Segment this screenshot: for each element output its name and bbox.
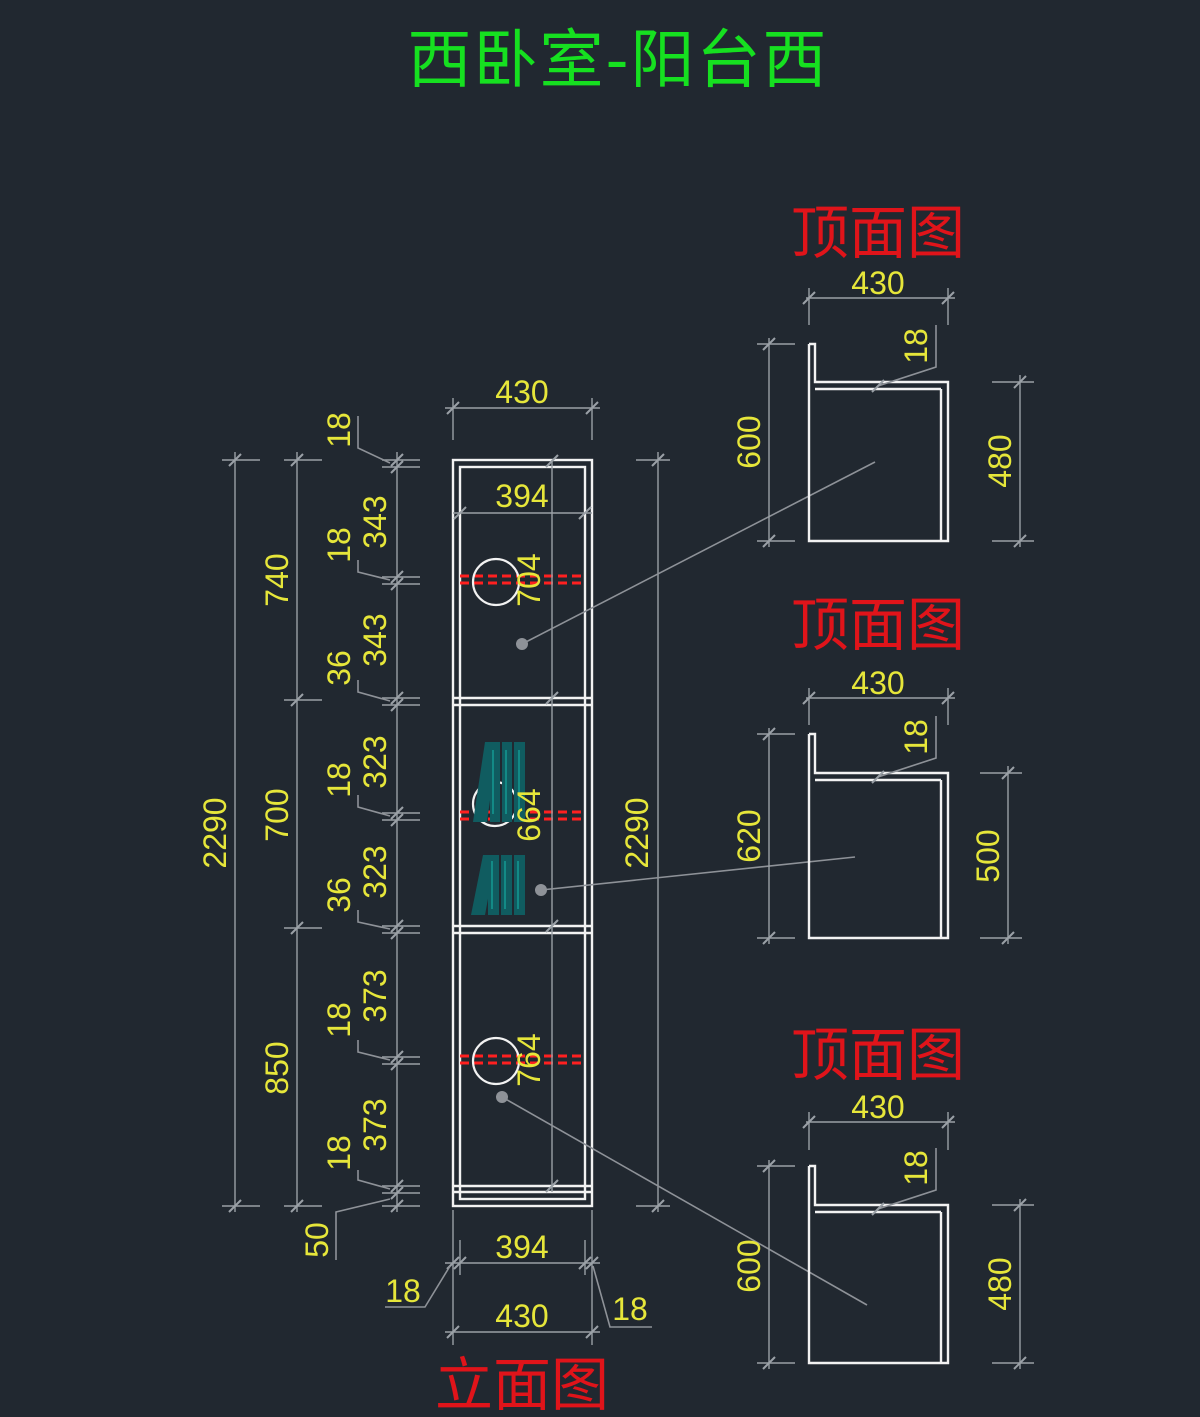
detail-dim-323-a: 323 [357,735,393,788]
detail-dim-36-b: 36 [321,877,357,913]
plan3-thickness: 18 [898,1150,934,1186]
detail-dim-50: 50 [299,1222,335,1258]
detail-dim-373-b: 373 [357,1098,393,1151]
plan-view-1: 430 18 600 480 [731,265,1034,548]
bottom-width: 430 [495,1298,548,1334]
drawing-title: 西卧室-阳台西 [407,24,828,98]
section-height-850: 850 [259,1041,295,1094]
plan-label-bottom: 顶面图 [791,1021,965,1089]
plan-label-top: 顶面图 [791,199,965,267]
hanging-rod-circle-icon [471,1036,521,1086]
inner-height-704: 704 [511,553,547,606]
hanging-rod-circle-icon [471,557,521,607]
side-panel-left: 18 [385,1273,421,1309]
detail-dim-373-a: 373 [357,969,393,1022]
section-leaders [496,461,876,1306]
plan3-width: 430 [851,1089,904,1125]
overall-width: 430 [495,374,548,410]
section-height-700: 700 [259,788,295,841]
plan-label-middle: 顶面图 [791,591,965,659]
plan3-depth-left: 600 [731,1239,767,1292]
overall-height-right: 2290 [619,797,655,868]
elevation-cabinet [451,458,594,1208]
detail-dim-18-a: 18 [321,527,357,563]
plan3-depth-right: 480 [982,1257,1018,1310]
detail-dim-343-a: 343 [357,495,393,548]
plan2-depth-right: 500 [970,829,1006,882]
section-height-740: 740 [259,553,295,606]
detail-leaders [335,416,391,1260]
inner-height-764: 764 [511,1033,547,1086]
inner-height-664: 664 [511,788,547,841]
inner-width-top: 394 [495,478,548,514]
detail-dim-36-a: 36 [321,650,357,686]
books-icon [473,742,525,822]
plan2-width: 430 [851,665,904,701]
books-icon [471,855,525,915]
detail-dim-343-b: 343 [357,613,393,666]
detail-dim-18-d: 18 [321,1135,357,1171]
plan2-thickness: 18 [898,719,934,755]
detail-dim-18-top: 18 [321,412,357,448]
plan-view-3: 430 18 600 480 [731,1089,1034,1370]
side-panel-right: 18 [612,1291,648,1327]
plan-view-2: 430 18 620 500 [731,665,1022,945]
elevation-label: 立面图 [435,1351,609,1417]
plan1-depth-left: 600 [731,415,767,468]
plan1-depth-right: 480 [982,434,1018,487]
detail-dim-18-c: 18 [321,1002,357,1038]
detail-dim-323-b: 323 [357,845,393,898]
plan1-width: 430 [851,265,904,301]
detail-extension-lines [382,459,420,1207]
overall-height-left: 2290 [197,797,233,868]
inner-width-bottom: 394 [495,1229,548,1265]
detail-dim-18-b: 18 [321,762,357,798]
plan1-thickness: 18 [898,328,934,364]
plan2-depth-left: 620 [731,809,767,862]
